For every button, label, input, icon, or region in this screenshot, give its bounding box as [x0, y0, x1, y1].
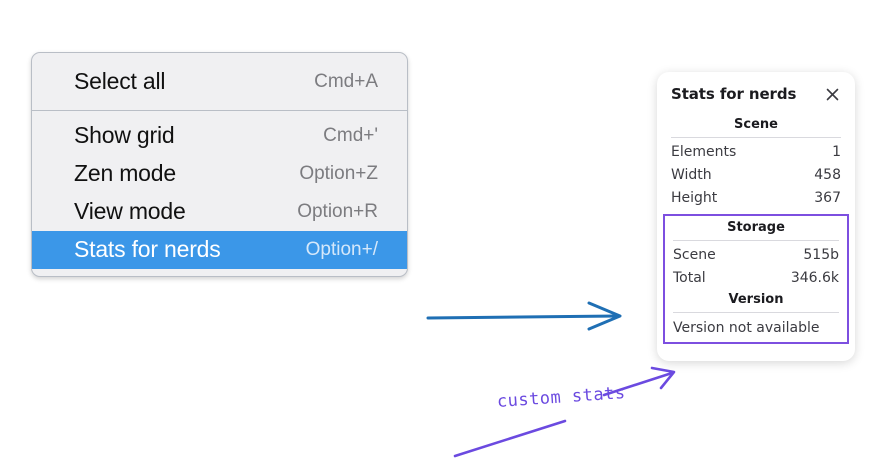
stat-value: 1	[832, 144, 841, 160]
close-icon[interactable]	[824, 86, 841, 103]
stat-label: Elements	[671, 144, 737, 160]
menu-item-view-mode[interactable]: View mode Option+R	[32, 193, 407, 231]
stat-row: Height 367	[671, 187, 841, 210]
menu-item-label: Stats for nerds	[74, 236, 221, 262]
menu-item-shortcut: Cmd+A	[314, 71, 378, 92]
stat-value: 346.6k	[790, 269, 839, 286]
menu-item-select-all[interactable]: Select all Cmd+A	[32, 63, 407, 101]
stat-value: 458	[814, 166, 841, 183]
panel-title: Stats for nerds	[671, 85, 797, 103]
stat-label: Scene	[673, 246, 716, 263]
stat-row: Scene 515b	[673, 244, 839, 267]
stats-section-scene: Scene Elements 1 Width 458 Height 367	[671, 114, 841, 210]
canvas-context-menu[interactable]: Select all Cmd+A Show grid Cmd+' Zen mod…	[31, 52, 408, 277]
tail-stroke	[453, 419, 567, 458]
menu-item-label: Select all	[74, 68, 166, 94]
stats-section-version: Version Version not available	[673, 289, 839, 338]
stat-label: Height	[671, 189, 718, 206]
section-title: Scene	[734, 117, 778, 132]
menu-group-2: Show grid Cmd+' Zen mode Option+Z View m…	[32, 111, 407, 276]
menu-item-show-grid[interactable]: Show grid Cmd+'	[32, 117, 407, 155]
menu-divider	[32, 110, 407, 111]
menu-group-1: Select all Cmd+A	[32, 53, 407, 110]
handwritten-annotation-label: custom stats	[496, 383, 627, 412]
stat-value: 367	[814, 189, 841, 206]
section-rule	[671, 137, 841, 138]
menu-item-shortcut: Option+R	[297, 201, 378, 222]
stats-panel-header: Stats for nerds	[671, 85, 841, 103]
menu-item-label: View mode	[74, 198, 186, 224]
stat-row: Elements 1	[671, 141, 841, 164]
stats-section-storage: Storage Scene 515b Total 346.6k	[673, 217, 839, 290]
stat-row: Width 458	[671, 164, 841, 187]
section-rule	[673, 312, 839, 314]
menu-item-label: Zen mode	[74, 160, 176, 186]
stat-label: Width	[671, 166, 712, 183]
custom-stats-highlight-box: Storage Scene 515b Total 346.6k Version …	[663, 213, 849, 345]
menu-item-shortcut: Cmd+'	[323, 125, 378, 146]
menu-item-shortcut: Option+/	[305, 239, 378, 260]
arrow-menu-to-panel	[426, 301, 622, 331]
stat-label: Total	[673, 269, 706, 286]
menu-item-zen-mode[interactable]: Zen mode Option+Z	[32, 155, 407, 193]
stat-row: Total 346.6k	[673, 267, 839, 290]
menu-item-stats-for-nerds[interactable]: Stats for nerds Option+/	[32, 231, 407, 269]
stats-for-nerds-panel: Stats for nerds Scene Elements 1 Width 4…	[657, 72, 855, 362]
section-title: Version	[728, 292, 784, 308]
version-note: Version not available	[673, 320, 820, 337]
section-title: Storage	[727, 219, 785, 235]
stat-value: 515b	[803, 246, 839, 263]
menu-item-label: Show grid	[74, 122, 175, 148]
section-rule	[673, 239, 839, 241]
menu-item-shortcut: Option+Z	[299, 163, 378, 184]
